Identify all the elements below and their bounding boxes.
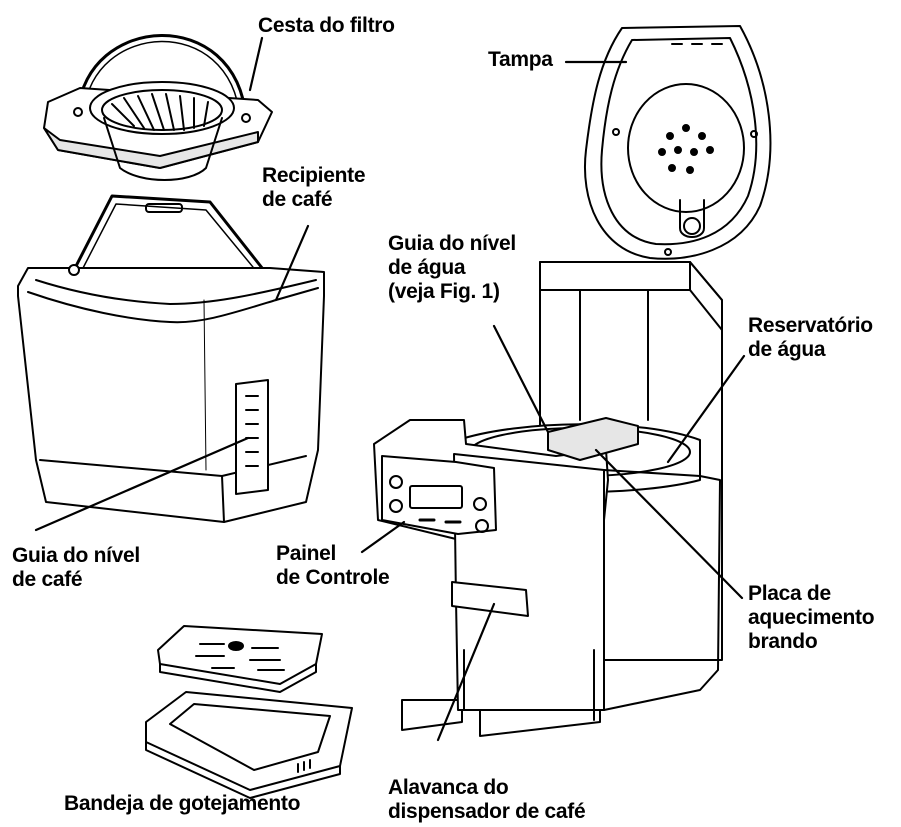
- label-water-level-guide-line1: Guia do nível: [388, 232, 516, 255]
- label-drip-tray: Bandeja de gotejamento: [64, 792, 300, 816]
- label-coffee-container: Recipiente de café: [262, 164, 366, 212]
- drip-tray-drawing: [145, 625, 353, 799]
- label-water-level-guide-line2: de água: [388, 256, 466, 279]
- label-warming-plate-line3: brando: [748, 630, 818, 653]
- leader-water-level-guide: [492, 324, 550, 434]
- label-water-reservoir: Reservatório de água: [748, 314, 873, 362]
- label-dispenser-lever-line1: Alavanca do: [388, 776, 509, 799]
- label-filter-basket-line1: Cesta do filtro: [258, 14, 395, 37]
- label-water-level-guide: Guia do nível de água (veja Fig. 1): [388, 232, 516, 304]
- coffee-container-drawing: [17, 194, 325, 523]
- label-coffee-level-guide-line2: de café: [12, 568, 83, 591]
- label-filter-basket: Cesta do filtro: [258, 14, 395, 38]
- filter-basket-drawing: [43, 34, 273, 181]
- machine-body-drawing: [373, 417, 721, 737]
- label-warming-plate: Placa de aquecimento brando: [748, 582, 875, 654]
- label-dispenser-lever-line2: dispensador de café: [388, 800, 586, 823]
- label-warming-plate-line1: Placa de: [748, 582, 831, 605]
- leader-lines: [34, 36, 746, 742]
- leader-warming-plate: [594, 448, 744, 600]
- label-water-reservoir-line2: de água: [748, 338, 826, 361]
- leader-control-panel: [360, 520, 406, 554]
- label-control-panel-line2: de Controle: [276, 566, 390, 589]
- leader-coffee-container: [274, 224, 310, 302]
- label-water-level-guide-line3: (veja Fig. 1): [388, 280, 500, 303]
- label-water-reservoir-line1: Reservatório: [748, 314, 873, 337]
- leader-coffee-level-guide: [34, 436, 250, 532]
- label-warming-plate-line2: aquecimento: [748, 606, 875, 629]
- leader-filter-basket: [248, 36, 264, 92]
- label-dispenser-lever: Alavanca do dispensador de café: [388, 776, 586, 824]
- label-control-panel: Painel de Controle: [276, 542, 390, 590]
- leader-dispenser-lever: [436, 602, 496, 742]
- label-control-panel-line1: Painel: [276, 542, 337, 565]
- label-coffee-level-guide: Guia do nível de café: [12, 544, 140, 592]
- leader-water-reservoir: [666, 354, 746, 464]
- label-drip-tray-line1: Bandeja de gotejamento: [64, 792, 301, 815]
- label-coffee-container-line1: Recipiente: [262, 164, 366, 187]
- label-lid: Tampa: [488, 48, 553, 72]
- label-coffee-level-guide-line1: Guia do nível: [12, 544, 140, 567]
- label-coffee-container-line2: de café: [262, 188, 333, 211]
- label-lid-line1: Tampa: [488, 48, 553, 71]
